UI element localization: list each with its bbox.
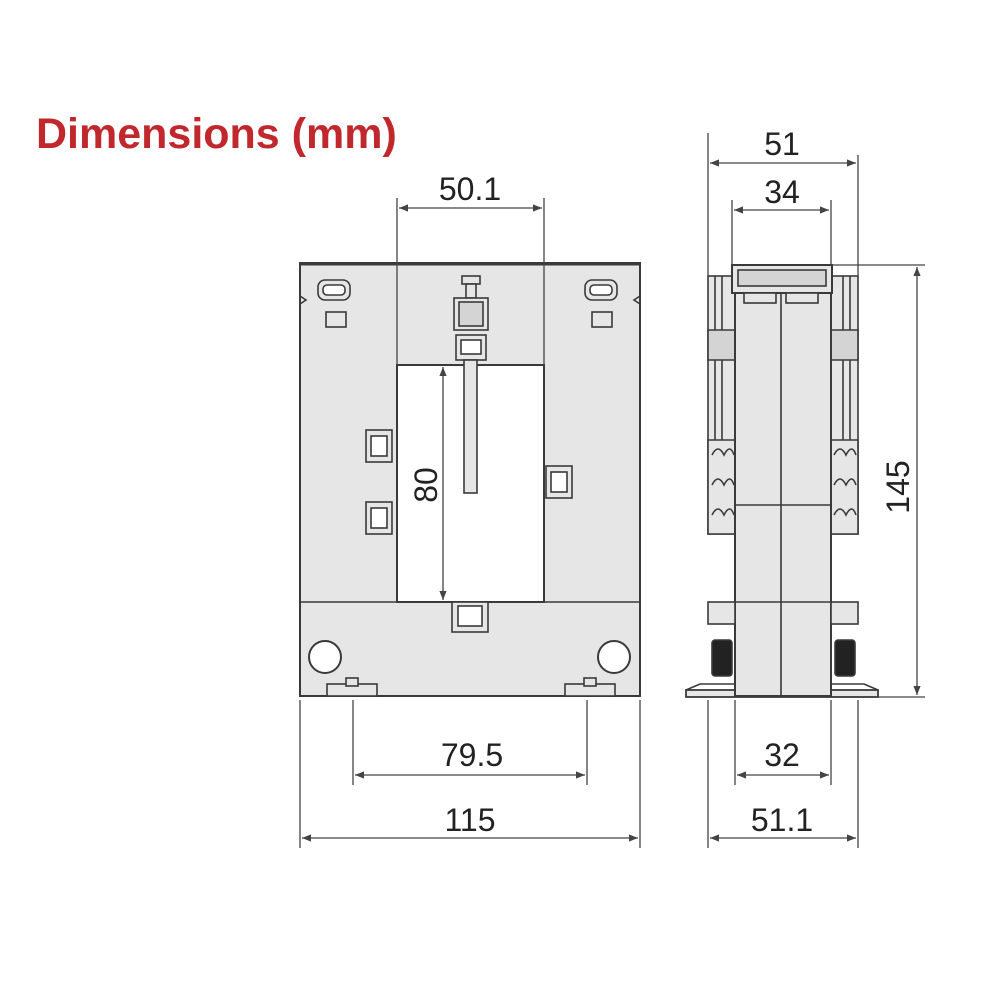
dim-overall-depth: 51 [764,126,800,162]
dim-overall-width: 115 [444,802,495,838]
dim-window-width: 50.1 [439,171,501,207]
right-side-clip [545,465,573,499]
terminal-busbar [453,275,489,494]
terminal-screws [711,639,856,677]
dim-window-height: 80 [408,467,444,503]
side-view [685,264,879,698]
bottom-center-clip [451,601,489,633]
dim-foot-depth: 51.1 [751,802,813,838]
bottom-feet [326,677,616,697]
mounting-hole-right [597,640,631,674]
top-right-clip [584,279,641,328]
dim-base-depth: 32 [764,737,800,773]
left-side-clips [365,429,393,535]
page-title: Dimensions (mm) [36,110,397,158]
dim-core-depth: 34 [764,174,800,210]
dim-overall-height: 145 [880,460,916,513]
dim-mounting-spacing: 79.5 [441,737,503,773]
top-left-clip [299,279,351,328]
front-view [299,262,641,697]
side-core [734,289,832,697]
mounting-hole-left [308,640,342,674]
